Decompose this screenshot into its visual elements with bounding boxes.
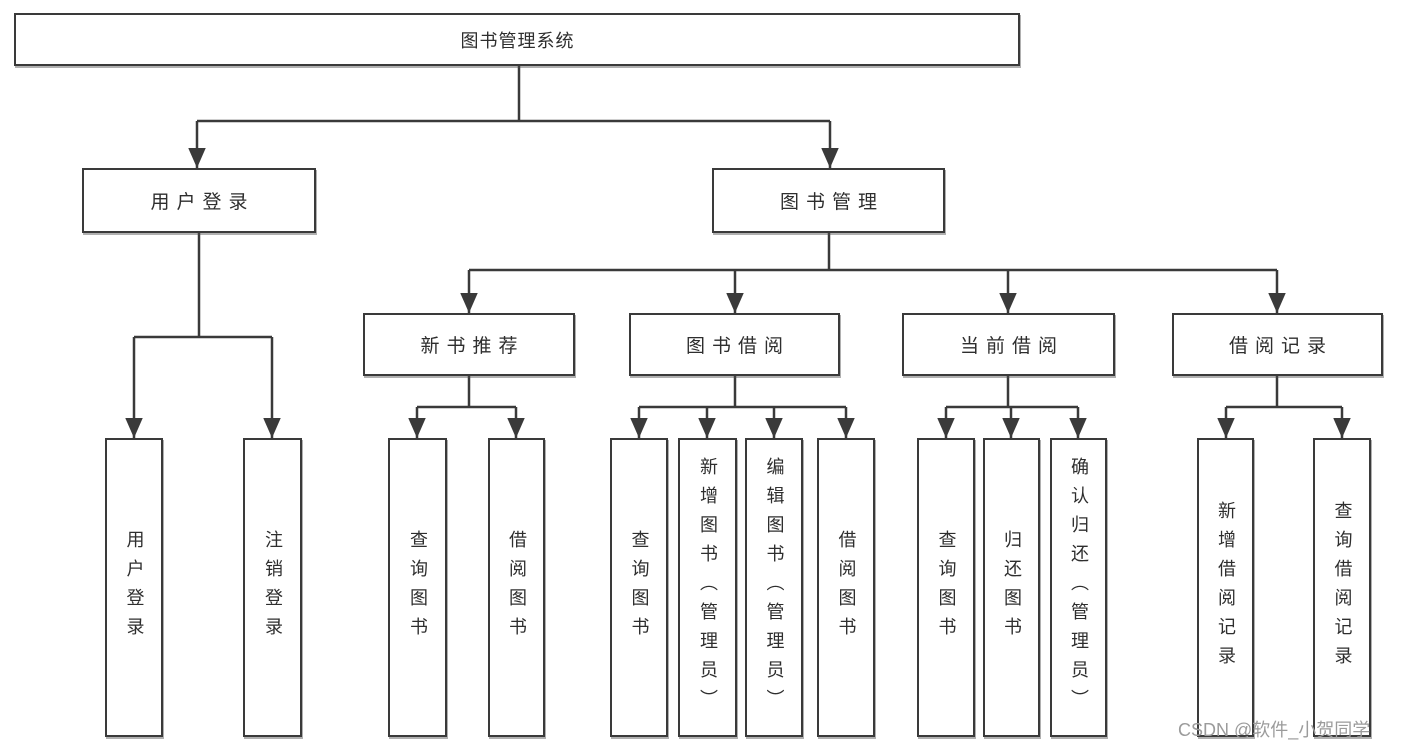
leaf-add-borrow-record: 新增借阅记录 — [1197, 438, 1254, 737]
leaf-confirm-return-admin: 确认归还（管理员） — [1050, 438, 1107, 737]
leaf-query-borrow-record: 查询借阅记录 — [1313, 438, 1371, 737]
leaf-query-books-borrow: 查询图书 — [610, 438, 668, 737]
node-library-management-system: 图书管理系统 — [14, 13, 1020, 66]
leaf-logout: 注销登录 — [243, 438, 302, 737]
leaf-query-books-recommend: 查询图书 — [388, 438, 447, 737]
csdn-watermark: CSDN @软件_小贺同学 — [1178, 720, 1371, 740]
leaf-query-books-current: 查询图书 — [917, 438, 975, 737]
leaf-return-books: 归还图书 — [983, 438, 1040, 737]
leaf-edit-book-admin: 编辑图书（管理员） — [745, 438, 803, 737]
node-current-borrowing: 当前借阅 — [902, 313, 1115, 376]
node-book-borrowing: 图书借阅 — [629, 313, 840, 376]
leaf-borrow-books-recommend: 借阅图书 — [488, 438, 545, 737]
leaf-add-book-admin: 新增图书（管理员） — [678, 438, 737, 737]
node-user-login: 用户登录 — [82, 168, 316, 233]
node-new-book-recommendation: 新书推荐 — [363, 313, 575, 376]
leaf-borrow-books: 借阅图书 — [817, 438, 875, 737]
node-borrowing-records: 借阅记录 — [1172, 313, 1383, 376]
leaf-user-login: 用户登录 — [105, 438, 163, 737]
node-book-management: 图书管理 — [712, 168, 945, 233]
